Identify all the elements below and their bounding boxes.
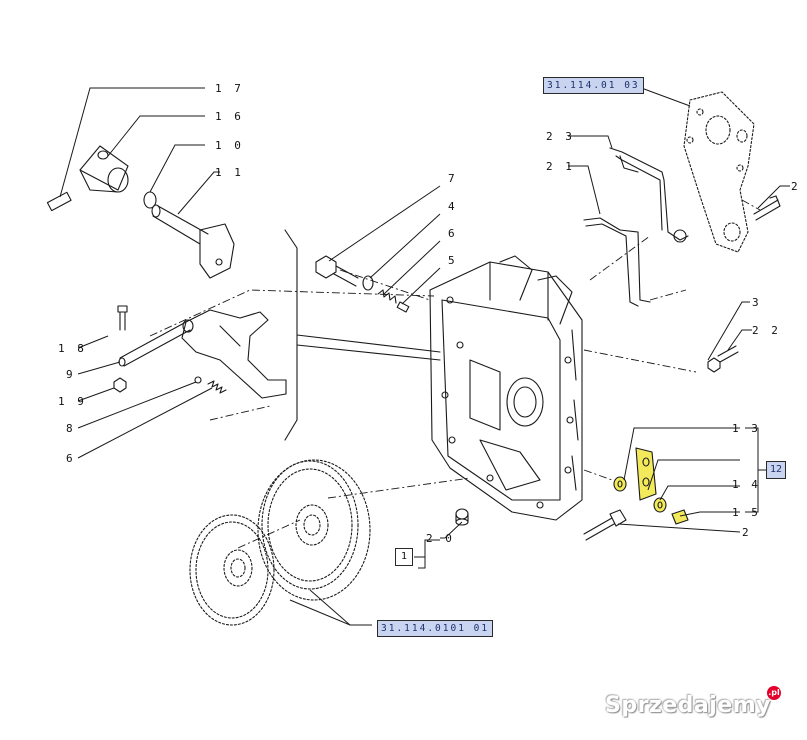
callout-6-mid: 6 (448, 227, 458, 240)
group-box-plate-kit: 12 (766, 461, 786, 479)
callout-8: 8 (66, 422, 76, 435)
callout-labels: 1 7 1 6 1 0 1 1 1 8 9 1 9 8 6 7 4 6 5 2 … (58, 82, 801, 545)
spring-part (207, 380, 227, 394)
watermark-badge: .pl (767, 686, 781, 700)
group-box-main-assembly: 1 (395, 548, 413, 566)
callout-3: 3 (752, 296, 762, 309)
nut-part (113, 377, 127, 393)
callout-10: 1 0 (215, 139, 244, 152)
callout-19: 1 9 (58, 395, 87, 408)
callout-2-upper: 2 (791, 180, 801, 193)
callout-15: 1 5 (732, 506, 761, 519)
highlighted-plate-part (613, 447, 689, 525)
callout-16: 1 6 (215, 110, 244, 123)
center-lines (149, 199, 761, 549)
callout-17: 1 7 (215, 82, 244, 95)
callout-22: 2 2 (752, 324, 781, 337)
reference-upper-right: 31.114.01 03 (543, 77, 644, 94)
support-bracket-part (583, 147, 689, 307)
shift-fork-part (118, 309, 287, 399)
callout-7: 7 (448, 172, 458, 185)
reference-bottom: 31.114.0101 01 (377, 620, 494, 637)
callout-20: 2 0 (426, 532, 455, 545)
watermark-text: Sprzedajemy (605, 693, 771, 718)
callout-2-lower: 2 (742, 526, 752, 539)
small-gear-part (189, 514, 275, 626)
callout-5: 5 (448, 254, 458, 267)
callout-9: 9 (66, 368, 76, 381)
bolt-part (117, 305, 128, 331)
gear-housing-part (429, 255, 583, 521)
callout-23: 2 3 (546, 130, 575, 143)
roll-pin-part (46, 191, 72, 212)
dowel-part (455, 508, 469, 526)
hex-bolt-part (707, 345, 739, 373)
callout-6-left: 6 (66, 452, 76, 465)
callout-11: 1 1 (215, 166, 244, 179)
cover-plate-part (683, 91, 755, 253)
detent-assembly-part (315, 255, 410, 313)
bracket-line (284, 229, 298, 441)
bracket-line-c (296, 344, 441, 361)
callout-14: 1 4 (732, 478, 761, 491)
long-bolt-part (583, 509, 627, 541)
leader-lines (59, 85, 790, 626)
callout-4: 4 (448, 200, 458, 213)
callout-21: 2 1 (546, 160, 575, 173)
lever-shaft-part (151, 204, 235, 279)
cap-screw-part (753, 195, 781, 221)
large-gear-part (257, 459, 371, 601)
callout-18: 1 8 (58, 342, 87, 355)
bracket-line-b (296, 334, 441, 353)
collar-part (79, 145, 129, 193)
ball-part (194, 376, 202, 384)
callout-13: 1 3 (732, 422, 761, 435)
